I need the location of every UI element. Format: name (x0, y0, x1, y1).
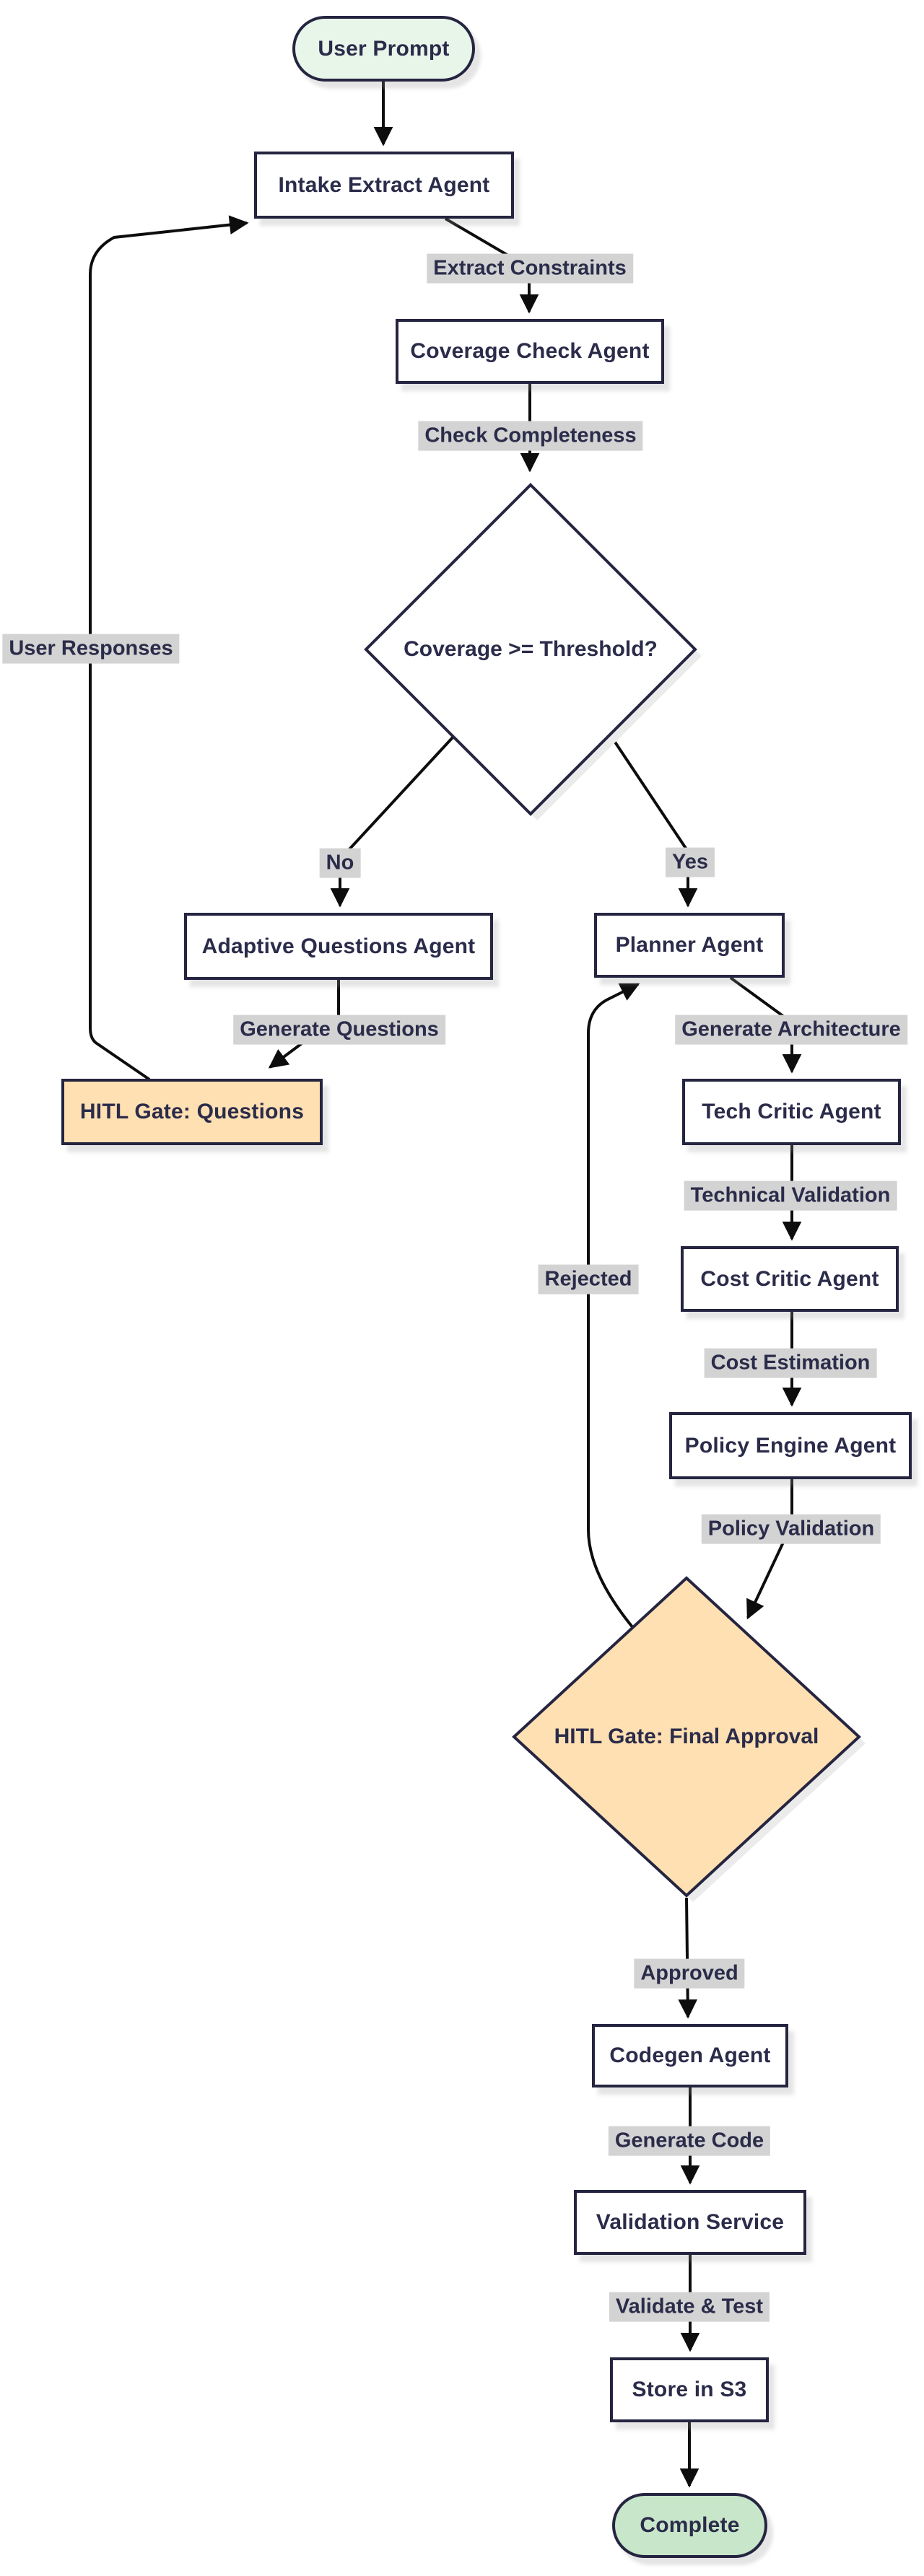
edge-label-generate-questions: Generate Questions (233, 1015, 445, 1045)
edge-final-rejected-planner (587, 983, 640, 1629)
node-tech-critic-agent: Tech Critic Agent (682, 1079, 901, 1145)
node-complete: Complete (612, 2493, 767, 2558)
node-hitl-gate-questions: HITL Gate: Questions (61, 1079, 323, 1145)
edge-policy-final (746, 1479, 793, 1620)
edge-label-technical-validation: Technical Validation (684, 1180, 897, 1211)
edge-label-rejected: Rejected (538, 1264, 639, 1294)
edge-label-approved: Approved (634, 1958, 745, 1989)
edge-label-user-responses: User Responses (2, 634, 180, 664)
node-validation-service: Validation Service (574, 2190, 806, 2255)
node-intake-extract-agent: Intake Extract Agent (254, 152, 514, 219)
node-coverage-check-agent: Coverage Check Agent (396, 319, 664, 384)
edge-label-generate-architecture: Generate Architecture (675, 1015, 907, 1045)
edge-label-check-completeness: Check Completeness (418, 421, 643, 451)
edge-label-no: No (319, 848, 361, 878)
node-policy-engine-agent: Policy Engine Agent (669, 1412, 912, 1479)
edge-label-validate-test: Validate & Test (609, 2292, 770, 2322)
node-planner-agent: Planner Agent (594, 913, 785, 978)
node-coverage-decision-label: Coverage >= Threshold? (404, 637, 658, 661)
node-hitl-final-label: HITL Gate: Final Approval (554, 1725, 819, 1748)
edge-label-yes: Yes (666, 847, 715, 877)
edge-hitlq-intake (89, 215, 249, 1081)
edge-label-extract-constraints: Extract Constraints (427, 253, 633, 284)
node-store-in-s3: Store in S3 (610, 2357, 769, 2422)
node-user-prompt: User Prompt (292, 16, 475, 82)
edge-decision-no (330, 735, 455, 908)
node-coverage-decision-shape (364, 483, 697, 816)
node-adaptive-questions-agent: Adaptive Questions Agent (184, 913, 493, 980)
edge-label-cost-estimation: Cost Estimation (704, 1348, 877, 1378)
edge-final-approved-codegen (678, 1897, 698, 2019)
edge-decision-yes (609, 733, 698, 908)
edge-label-generate-code: Generate Code (608, 2126, 771, 2156)
node-cost-critic-agent: Cost Critic Agent (681, 1246, 899, 1312)
edge-label-policy-validation: Policy Validation (701, 1514, 881, 1544)
node-hitl-final-shape (512, 1576, 861, 1898)
node-codegen-agent: Codegen Agent (592, 2024, 788, 2087)
